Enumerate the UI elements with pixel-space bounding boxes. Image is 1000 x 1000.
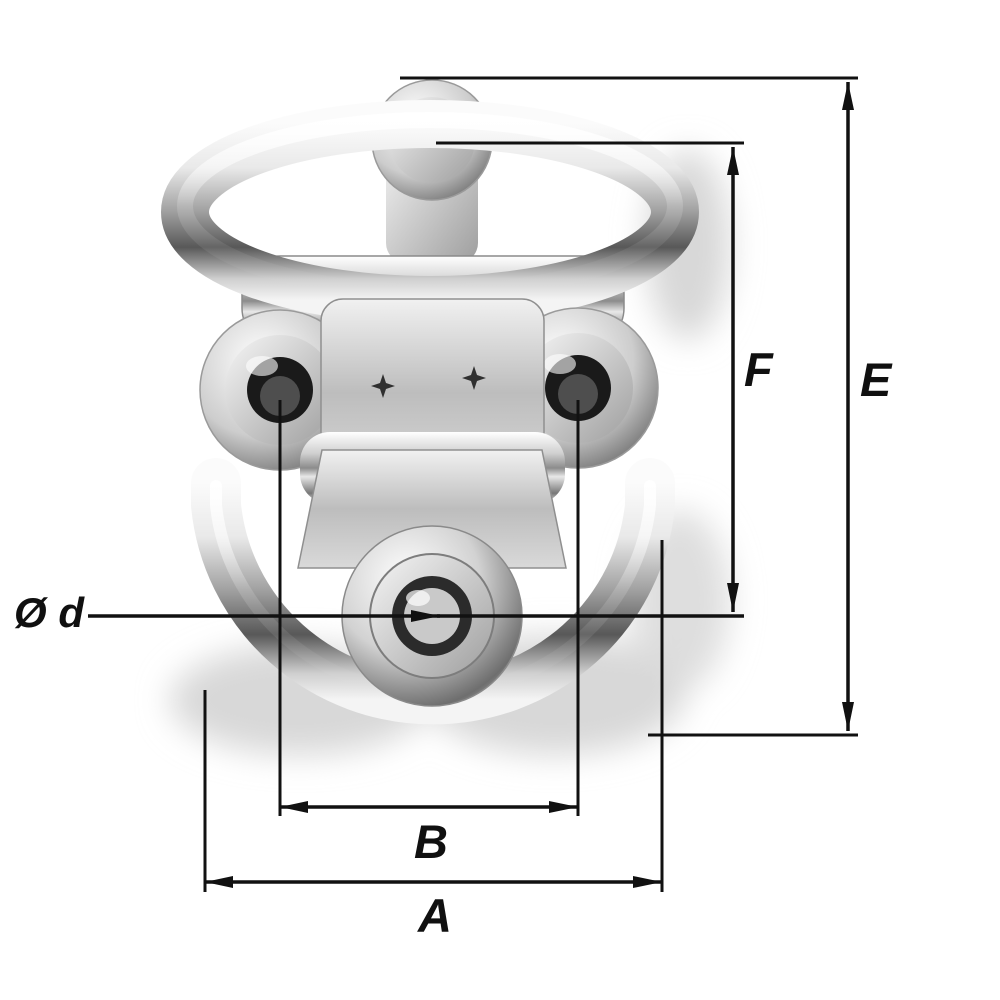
stamp-mark-left <box>371 374 395 398</box>
dim-label-f: F <box>744 343 773 396</box>
dimension-lines <box>88 76 858 892</box>
product-illustration <box>161 79 730 755</box>
dim-label-diameter: Ø d <box>14 589 84 636</box>
extension-lines <box>203 76 858 892</box>
dim-label-e: E <box>860 353 892 406</box>
mounting-flange-left <box>199 309 361 471</box>
dim-label-b: B <box>414 815 448 868</box>
dim-label-a: A <box>418 889 452 942</box>
measure-lines <box>88 82 854 888</box>
stamp-mark-right <box>462 366 486 390</box>
pivot-bracket <box>297 449 567 569</box>
